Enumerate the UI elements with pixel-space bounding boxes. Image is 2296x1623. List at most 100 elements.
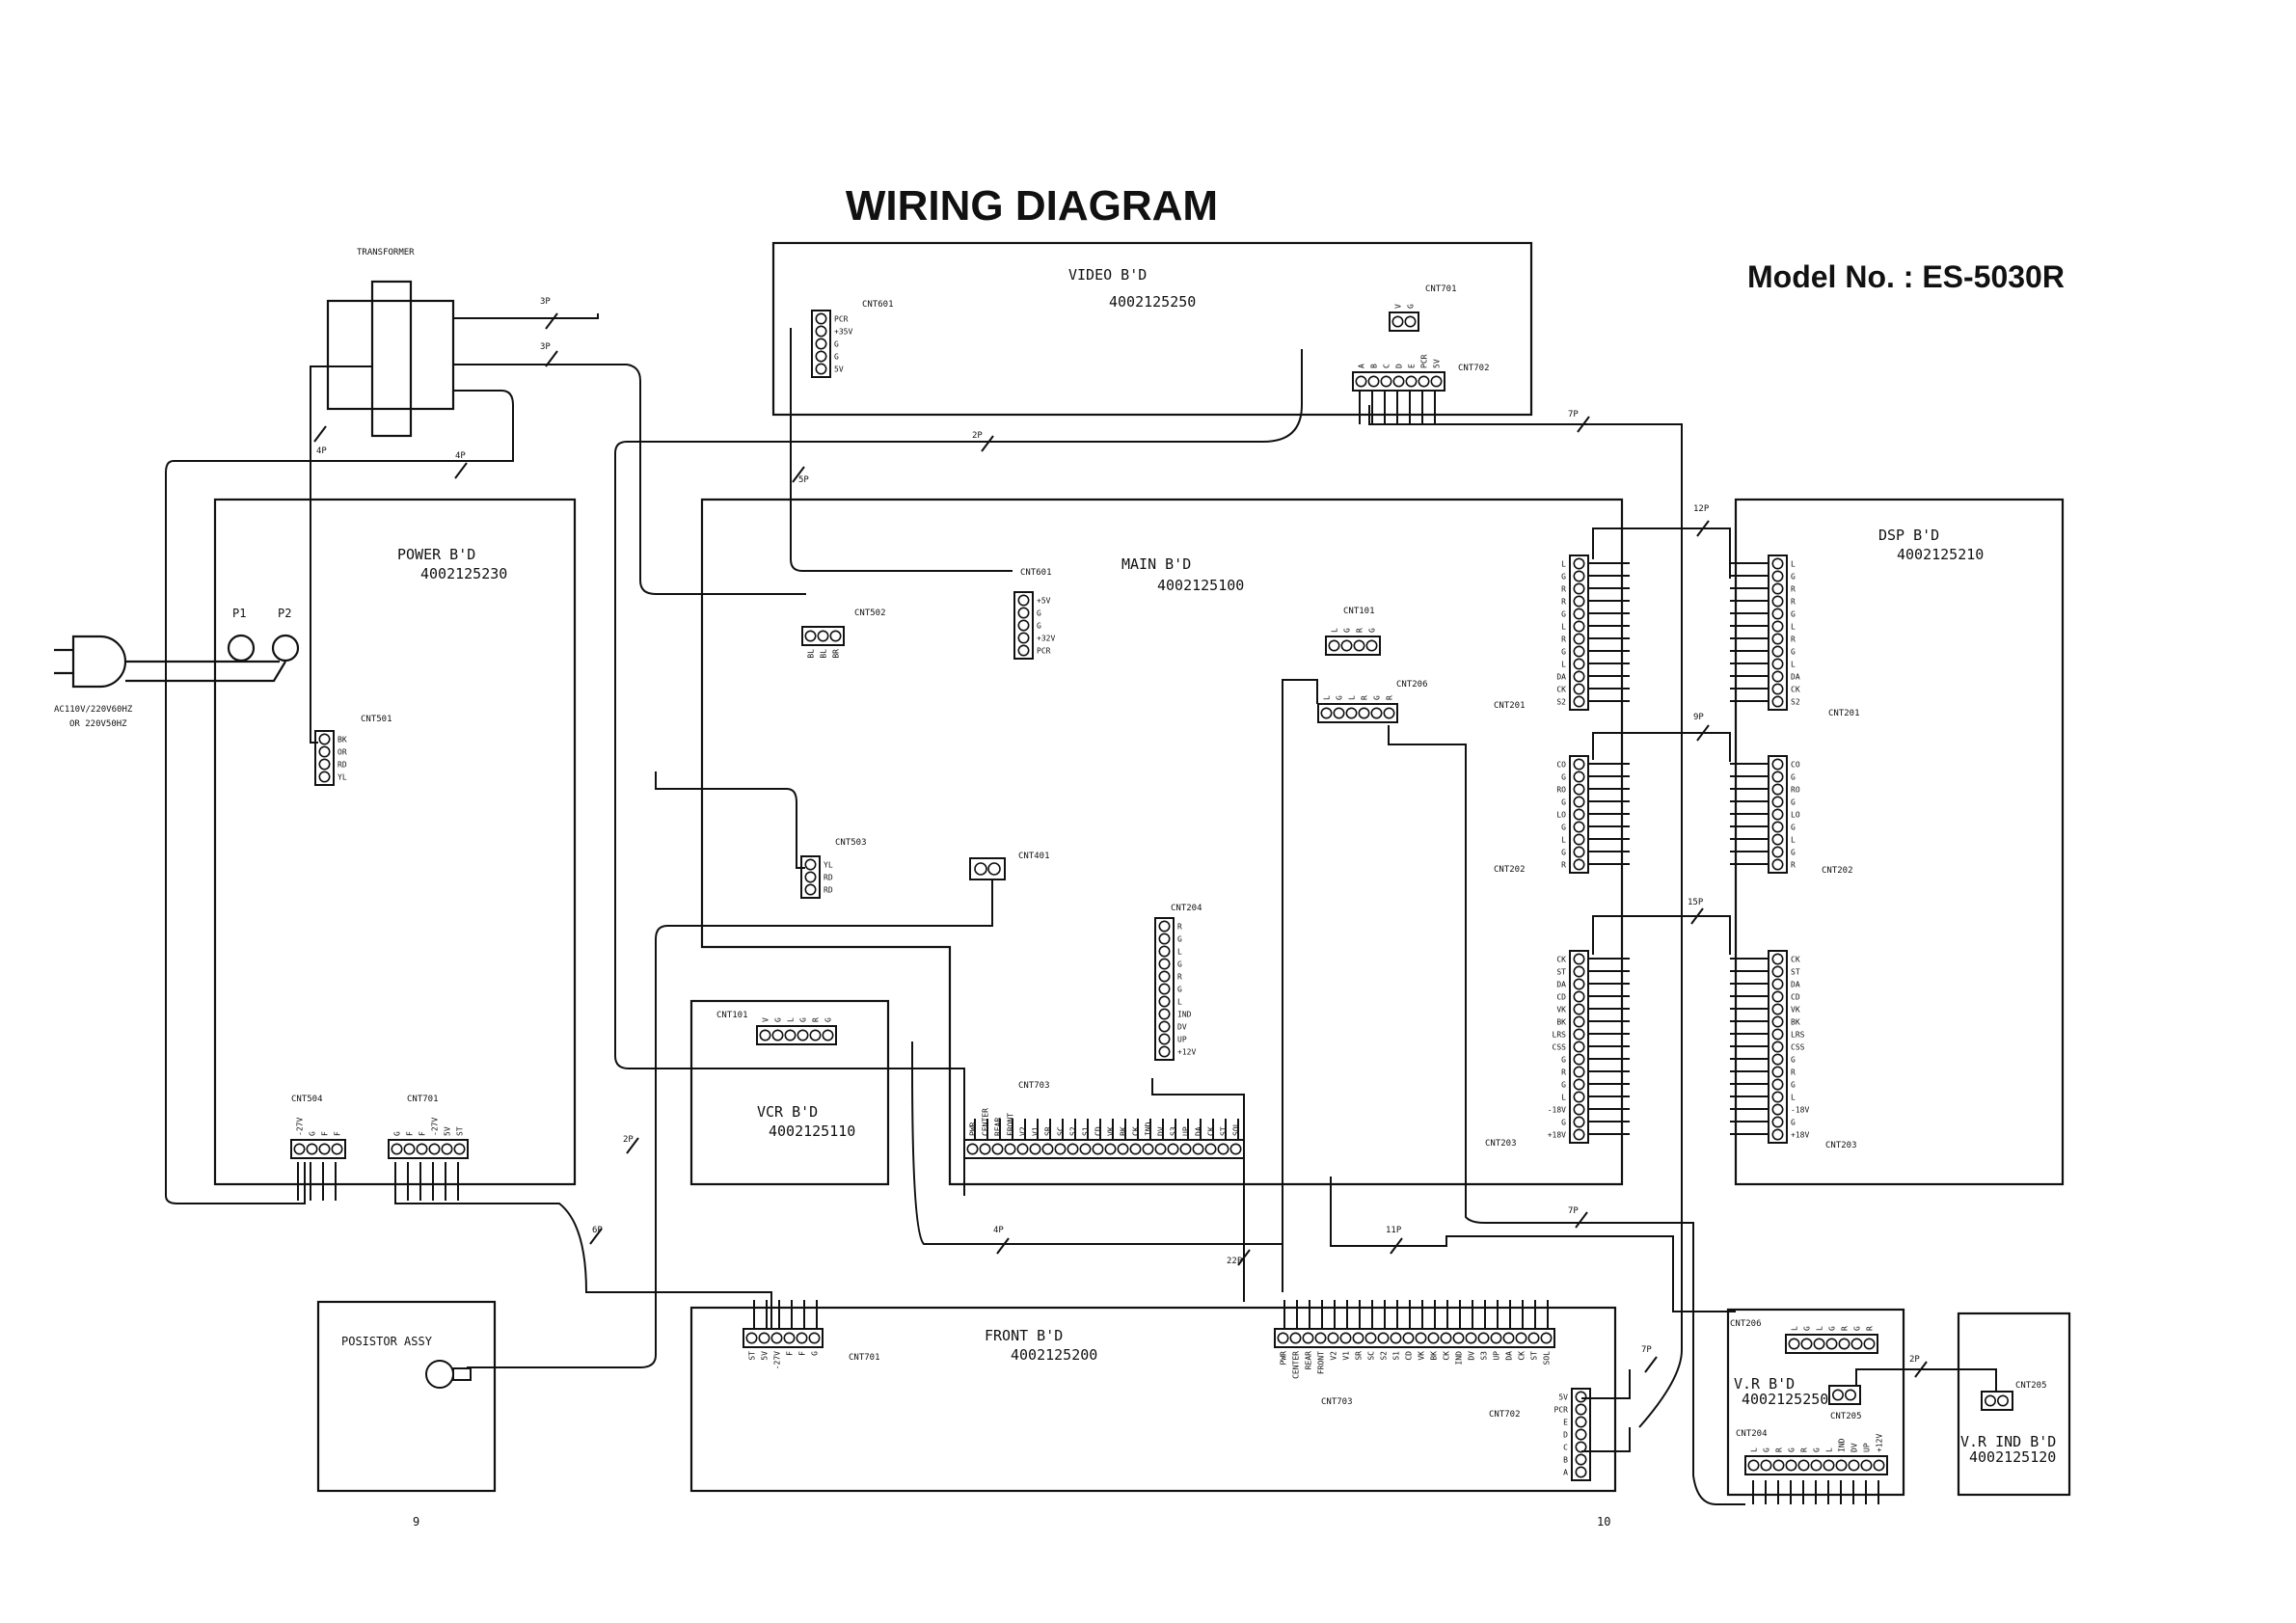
pin-label: ST <box>1556 968 1566 977</box>
pin-label: L <box>1561 661 1566 669</box>
connector-pin <box>829 630 842 642</box>
connector-pin <box>1771 771 1784 783</box>
connector-pin <box>1771 978 1784 990</box>
connector-pin <box>1355 375 1367 388</box>
connector-body <box>1389 311 1419 332</box>
connector-pin <box>1573 771 1585 783</box>
pin-label: G <box>1813 1447 1822 1452</box>
pin-label: L <box>1177 998 1182 1007</box>
power-cnt701-label: CNT701 <box>407 1095 439 1104</box>
pin-label: SC <box>1057 1126 1066 1136</box>
connector-pin <box>804 858 817 871</box>
connector-pin <box>1823 1459 1835 1472</box>
connector-pin <box>1017 632 1030 644</box>
pin-label: LO <box>1556 811 1566 820</box>
pin-label: G <box>309 1131 317 1136</box>
pin-label: DV <box>1177 1023 1187 1032</box>
ac-plug-icon <box>54 634 300 689</box>
vr-cnt204-label: CNT204 <box>1736 1429 1768 1439</box>
main-board-outline <box>700 498 1624 1186</box>
connector-pin <box>1017 619 1030 632</box>
pin-label: 5V <box>1558 1393 1568 1402</box>
pin-label: V <box>1394 304 1403 309</box>
pin-label: G <box>1788 1447 1796 1452</box>
pin-label: R <box>1356 628 1364 633</box>
pin-label: ST <box>456 1126 465 1136</box>
pin-label: R <box>1177 973 1182 982</box>
pin-label: F <box>321 1131 330 1136</box>
connector-body <box>290 1139 346 1159</box>
connector-pin <box>1575 1391 1587 1403</box>
pin-label: G <box>1791 1119 1796 1127</box>
wire-label-tr-4p-right: 4P <box>455 451 466 461</box>
pin-label: CD <box>1556 993 1566 1002</box>
pin-label: PCR <box>1420 354 1429 368</box>
pin-label: L <box>1177 948 1182 957</box>
connector-pin <box>1277 1332 1289 1344</box>
terminal-p2: P2 <box>278 607 291 620</box>
pin-label: G <box>1177 935 1182 944</box>
pin-label: F <box>334 1131 342 1136</box>
wire-path <box>394 1175 772 1329</box>
connector-pin <box>318 1143 331 1155</box>
pin-label: G <box>774 1017 783 1022</box>
wire-path <box>614 349 1303 1196</box>
cable-tick <box>626 1137 639 1154</box>
pin-label: BL <box>807 649 816 659</box>
pin-label: G <box>1177 986 1182 994</box>
pin-label: DA <box>1556 673 1566 682</box>
connector-pin <box>1158 1033 1171 1045</box>
pin-label: CK <box>1556 686 1566 694</box>
connector-pin <box>1383 707 1395 719</box>
pin-label: L <box>1561 560 1566 569</box>
wire-path <box>1707 732 1731 762</box>
pin-label: R <box>1775 1447 1784 1452</box>
connector-pin <box>1016 1143 1029 1155</box>
pin-label: -27V <box>431 1118 440 1136</box>
pin-label: PCR <box>1554 1406 1569 1415</box>
wire-path <box>1151 1078 1245 1302</box>
connector-pin <box>1573 1041 1585 1053</box>
pin-label: RO <box>1556 786 1566 795</box>
wire-label-front-7p: 7P <box>1641 1345 1652 1355</box>
connector-pin <box>1573 953 1585 965</box>
wire-path <box>1592 915 1707 955</box>
connector-pin <box>1573 808 1585 821</box>
pin-label: G <box>799 1017 808 1022</box>
pin-label: L <box>1561 1094 1566 1102</box>
wire-label-tr-4p-left: 4P <box>316 446 327 456</box>
wire-label-dsp-9p: 9P <box>1693 713 1704 722</box>
pin-label: G <box>1791 573 1796 582</box>
power-cnt504-label: CNT504 <box>291 1095 323 1104</box>
connector-pin <box>1204 1143 1217 1155</box>
pin-label: S2 <box>1069 1126 1078 1136</box>
connector-pin <box>1017 644 1030 657</box>
vr-board-part: 4002125250 <box>1742 1391 1828 1408</box>
connector-pin <box>1771 670 1784 683</box>
wire-path <box>1330 1177 1736 1312</box>
connector-pin <box>331 1143 343 1155</box>
pin-label: L <box>787 1017 796 1022</box>
pin-label: G <box>1037 622 1041 631</box>
connector-body <box>1325 636 1381 656</box>
connector-pin <box>1314 1332 1327 1344</box>
pin-label: UP <box>1493 1351 1501 1361</box>
pin-label: S3 <box>1480 1351 1489 1361</box>
pin-label: ST <box>1220 1126 1229 1136</box>
connector-pin <box>1402 1332 1415 1344</box>
main-cnt203-label: CNT203 <box>1485 1139 1517 1149</box>
connector-pin <box>1573 1128 1585 1141</box>
model-number: Model No. : ES-5030R <box>1747 259 2065 294</box>
connector-pin <box>1985 1394 1997 1407</box>
connector-pin <box>1747 1459 1760 1472</box>
connector-pin <box>1158 1020 1171 1033</box>
pin-label: V2 <box>1019 1126 1028 1136</box>
connector-body <box>1154 917 1175 1061</box>
connector-pin <box>1873 1459 1885 1472</box>
connector-pin <box>1573 582 1585 595</box>
connector-pin <box>987 862 1001 876</box>
power-board-outline <box>213 498 577 1186</box>
pin-label: SOL <box>1543 1351 1552 1366</box>
